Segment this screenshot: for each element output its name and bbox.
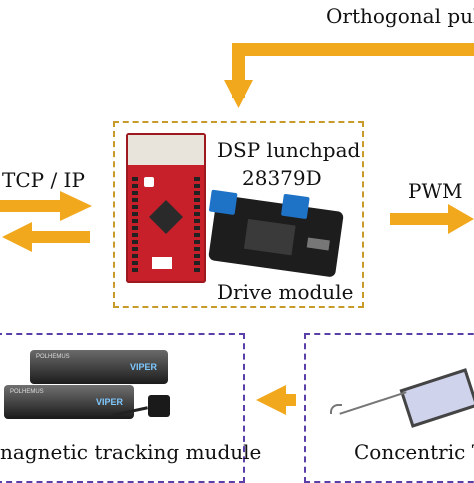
tcp-left-arrow (2, 222, 90, 252)
pwm-label: PWM (408, 179, 463, 203)
board-pin-strip-left (132, 177, 138, 273)
board-chip (149, 200, 183, 234)
viper-label-back: VIPER (130, 362, 158, 372)
dsp-title-line2: 28379D (242, 166, 322, 190)
board-label-sticker (152, 257, 172, 269)
viper-device-back: POLHEMUS VIPER (30, 350, 168, 384)
orthogonal-pulse-label: Orthogonal puls (326, 4, 474, 28)
drive-header-pins (306, 237, 330, 251)
magnetic-tracking-label: nagnetic tracking mudule (0, 440, 262, 464)
concentric-tube-label: Concentric T (354, 440, 474, 464)
pwm-arrow (390, 204, 474, 234)
dsp-title-line1: DSP lunchpad (217, 138, 361, 162)
board-pin-strip-right (194, 177, 200, 273)
heatsink (243, 218, 296, 256)
polhemus-label-front: POLHEMUS (10, 389, 44, 395)
dsp-drive-box (113, 121, 364, 308)
ti-logo-icon (144, 177, 154, 187)
board-usb-section (128, 135, 204, 165)
tcp-right-arrow (0, 191, 92, 221)
dsp-launchpad-board-image (126, 133, 206, 283)
bottom-left-arrow (256, 385, 296, 415)
orthogonal-pulse-arrow (224, 43, 474, 108)
polhemus-label-back: POLHEMUS (36, 354, 70, 360)
viper-label-front: VIPER (96, 397, 124, 407)
terminal-block-right (280, 193, 310, 220)
drive-module-label: Drive module (217, 280, 354, 304)
terminal-block-left (208, 189, 238, 216)
concentric-tube-tip (330, 404, 342, 414)
sensor-cube (148, 395, 170, 417)
tcp-ip-label: TCP / IP (2, 168, 85, 192)
